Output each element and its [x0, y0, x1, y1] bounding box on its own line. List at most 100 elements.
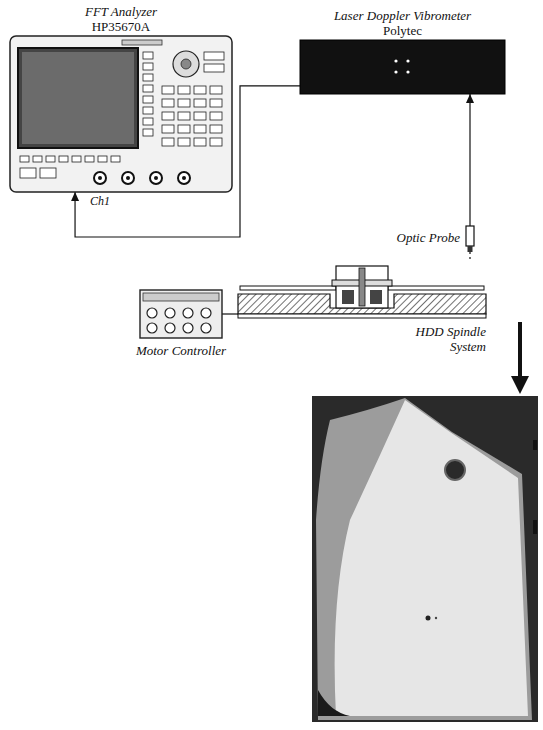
signal-wire [466, 94, 474, 226]
spindle-photo-part [335, 400, 528, 716]
wire-line [469, 252, 470, 262]
fft-analyzer-device-part-part [150, 172, 162, 184]
wire-line [469, 94, 470, 226]
fft-analyzer-device-part-part [154, 176, 158, 180]
spindle-photo-part [312, 396, 538, 722]
motor-controller-unit-part-part [183, 308, 193, 318]
fft-analyzer-device-part-part [98, 156, 107, 162]
spindle-photo-part [435, 617, 437, 619]
fft-analyzer-device-part-part [194, 112, 206, 120]
fft-analyzer-device-part [143, 52, 153, 59]
fft-analyzer-device-part-part [210, 112, 222, 120]
view-arrow-part [511, 376, 529, 394]
spindle-cross-section-part [388, 286, 484, 290]
fft-analyzer-device-part-part [94, 172, 106, 184]
device-title: Laser Doppler Vibrometer [270, 8, 535, 23]
motor-controller-unit-part-part [147, 308, 157, 318]
fft-analyzer-device-part-part [210, 138, 222, 146]
fft-analyzer-device [10, 36, 232, 192]
fft-analyzer-device-part [143, 107, 153, 114]
wire-line [222, 313, 238, 314]
motor-controller-unit-part-part [201, 323, 211, 333]
fft-analyzer-device-part-part [210, 125, 222, 133]
spindle-photo [312, 396, 538, 722]
device-title: FFT Analyzer [0, 4, 262, 19]
fft-analyzer-device-part [18, 48, 138, 148]
fft-analyzer-device-part [143, 85, 153, 92]
fft-analyzer-device-part [143, 96, 153, 103]
fft-analyzer-device-part-part [194, 86, 206, 94]
arrowhead [71, 192, 79, 201]
fft-analyzer-device-part-part [111, 156, 120, 162]
signal-wire [470, 252, 471, 262]
optic-probe-part [466, 226, 474, 246]
motor-controller-unit-part [140, 290, 222, 338]
fft-analyzer-device-part [98, 176, 186, 180]
fft-analyzer-device-part-part [162, 138, 174, 146]
motor-controller-unit-part-part [183, 323, 193, 333]
fft-analyzer-device-part-part [72, 156, 81, 162]
spindle-photo-part [533, 440, 537, 450]
fft-analyzer-device-part-part [178, 112, 190, 120]
fft-analyzer-device-part-part [210, 86, 222, 94]
fft-analyzer-device-part-part [178, 172, 190, 184]
fft-analyzer-device-part-part [20, 156, 29, 162]
channel-label: Ch1 [90, 194, 110, 209]
fft-analyzer-device-part [181, 59, 191, 69]
fft-analyzer-device-part-part [178, 138, 190, 146]
fft-analyzer-device-part [143, 63, 153, 70]
fft-analyzer-device-part-part [162, 125, 174, 133]
fft-analyzer-device-part-part [194, 138, 206, 146]
fft-analyzer-device-part-part [178, 125, 190, 133]
vibrometer-node: Laser Doppler VibrometerPolytec [300, 40, 505, 94]
motor-controller-unit-part-part [165, 323, 175, 333]
fft-analyzer-device-part [143, 129, 153, 136]
fft-analyzer-device-part [22, 52, 134, 144]
view-arrow-part [518, 322, 522, 378]
arrowhead [466, 94, 474, 103]
part-label: HDD Spindle System [404, 324, 486, 354]
spindle-cross-section-part [238, 314, 486, 318]
analyzer-node: FFT AnalyzerHP35670A [10, 36, 232, 192]
fft-analyzer-device-part [10, 36, 232, 192]
fft-analyzer-device-part-part [59, 156, 68, 162]
optic-probe [466, 226, 474, 252]
spindle-node: HDD Spindle System [238, 262, 486, 320]
vibrometer-unit-part [300, 40, 505, 94]
motor-controller-unit-part-part [147, 323, 157, 333]
fft-analyzer-device-part-part [162, 112, 174, 120]
fft-analyzer-device-part-part [126, 176, 130, 180]
fft-analyzer-device-part-part [20, 168, 36, 178]
fft-analyzer-device-part [94, 172, 190, 184]
fft-analyzer-device-part [204, 64, 224, 72]
vibrometer-unit-part [406, 70, 409, 73]
motor-controller-unit-part [147, 308, 211, 333]
vibrometer-unit-part [394, 59, 397, 62]
fft-analyzer-device-part-part [122, 172, 134, 184]
controller-node: Motor Controller [140, 290, 222, 338]
fft-analyzer-device-part-part [162, 86, 174, 94]
fft-analyzer-device-part-part [98, 176, 102, 180]
fft-analyzer-device-part [143, 74, 153, 81]
motor-controller-unit-part-part [165, 308, 175, 318]
fft-analyzer-device-part-part [178, 99, 190, 107]
fft-analyzer-device-part-part [40, 168, 56, 178]
spindle-cross-section-part [359, 268, 365, 306]
fft-analyzer-device-part [204, 52, 224, 60]
fft-analyzer-device-part-part [194, 125, 206, 133]
fft-analyzer-device-part [143, 118, 153, 125]
spindle-photo-part [316, 398, 532, 720]
spindle-photo-part [533, 520, 537, 534]
view-arrow [511, 322, 529, 394]
fft-analyzer-device-part-part [85, 156, 94, 162]
spindle-cross-section-part [240, 286, 336, 290]
spindle-cross-section-part [370, 290, 382, 304]
vibrometer-unit-part [394, 70, 397, 73]
model-number: HP35670A [0, 19, 262, 34]
fft-analyzer-device-part-part [33, 156, 42, 162]
part-label: Optic Probe [397, 230, 460, 245]
probe-node: Optic Probe [466, 226, 474, 252]
fft-analyzer-device-part-part [194, 99, 206, 107]
